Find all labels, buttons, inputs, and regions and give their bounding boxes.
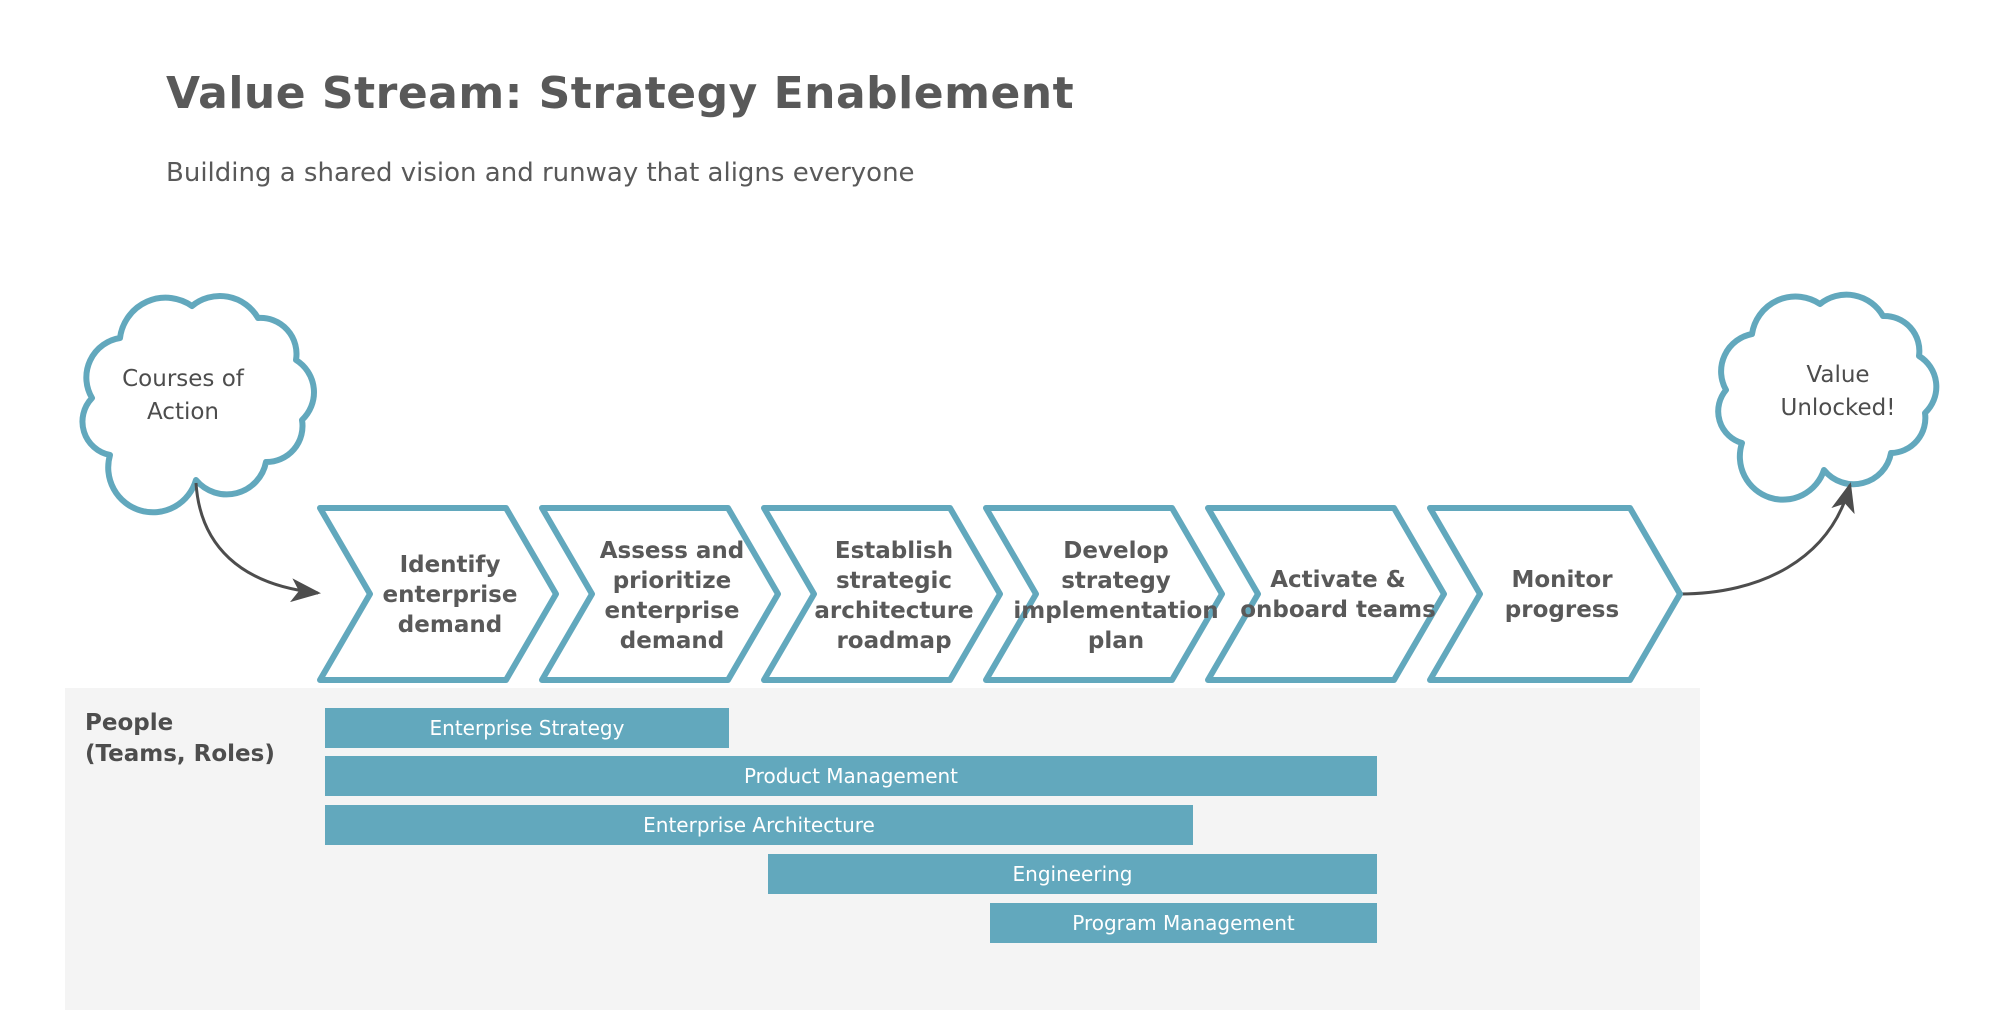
end-cloud-line-1: Value (1806, 362, 1869, 388)
flow-step-5-line-1: Activate & (1270, 567, 1405, 593)
flow-step-4-line-1: Develop (1063, 538, 1168, 564)
team-bar[interactable]: Product Management (325, 756, 1377, 796)
team-bar[interactable]: Program Management (990, 903, 1377, 943)
flow-step-3-line-2: strategic (836, 568, 952, 594)
flow-step-1-line-3: demand (398, 612, 502, 638)
flow-step-1-line-2: enterprise (383, 582, 518, 608)
page-subtitle: Building a shared vision and runway that… (166, 158, 915, 188)
end-cloud-line-2: Unlocked! (1781, 395, 1896, 421)
flow-step-3-line-3: architecture (814, 598, 973, 624)
flow-step-1-line-1: Identify (400, 552, 501, 578)
end-cloud: Value Unlocked! (1715, 291, 1940, 503)
flow-step-3-line-4: roadmap (836, 628, 951, 654)
flow-step-6[interactable]: Monitor progress (1427, 505, 1683, 683)
flow-step-2-line-1: Assess and (600, 538, 745, 564)
start-cloud-line-1: Courses of (122, 366, 245, 392)
flow-step-2-line-4: demand (620, 628, 724, 654)
people-section-label: People (Teams, Roles) (85, 710, 275, 768)
exit-arrow (1679, 482, 1855, 596)
flow-step-3-line-1: Establish (835, 538, 953, 564)
flow-step-4-line-3: implementation (1013, 598, 1218, 624)
flow-step-2-line-2: prioritize (613, 568, 732, 594)
people-panel: People (Teams, Roles) Enterprise Strateg… (65, 688, 1700, 1010)
team-bar[interactable]: Enterprise Strategy (325, 708, 729, 748)
flow-step-4[interactable]: Develop strategy implementation plan (983, 505, 1225, 683)
team-bar[interactable]: Enterprise Architecture (325, 805, 1193, 845)
start-cloud: Courses of Action (79, 293, 317, 516)
flow-step-1[interactable]: Identify enterprise demand (317, 505, 559, 683)
flow-step-6-line-2: progress (1505, 597, 1619, 623)
entry-arrow (194, 482, 321, 603)
page-title: Value Stream: Strategy Enablement (166, 68, 1075, 119)
flow-step-4-line-4: plan (1088, 628, 1144, 654)
team-bar[interactable]: Engineering (768, 854, 1377, 894)
start-cloud-line-2: Action (147, 399, 219, 425)
flow-step-2[interactable]: Assess and prioritize enterprise demand (539, 505, 781, 683)
flow-step-4-line-2: strategy (1061, 568, 1171, 594)
flow-step-5[interactable]: Activate & onboard teams (1205, 505, 1447, 683)
flow-step-5-line-2: onboard teams (1240, 597, 1436, 623)
flow-step-2-line-3: enterprise (605, 598, 740, 624)
flow-step-6-line-1: Monitor (1511, 567, 1613, 593)
flow-step-3[interactable]: Establish strategic architecture roadmap (761, 505, 1003, 683)
